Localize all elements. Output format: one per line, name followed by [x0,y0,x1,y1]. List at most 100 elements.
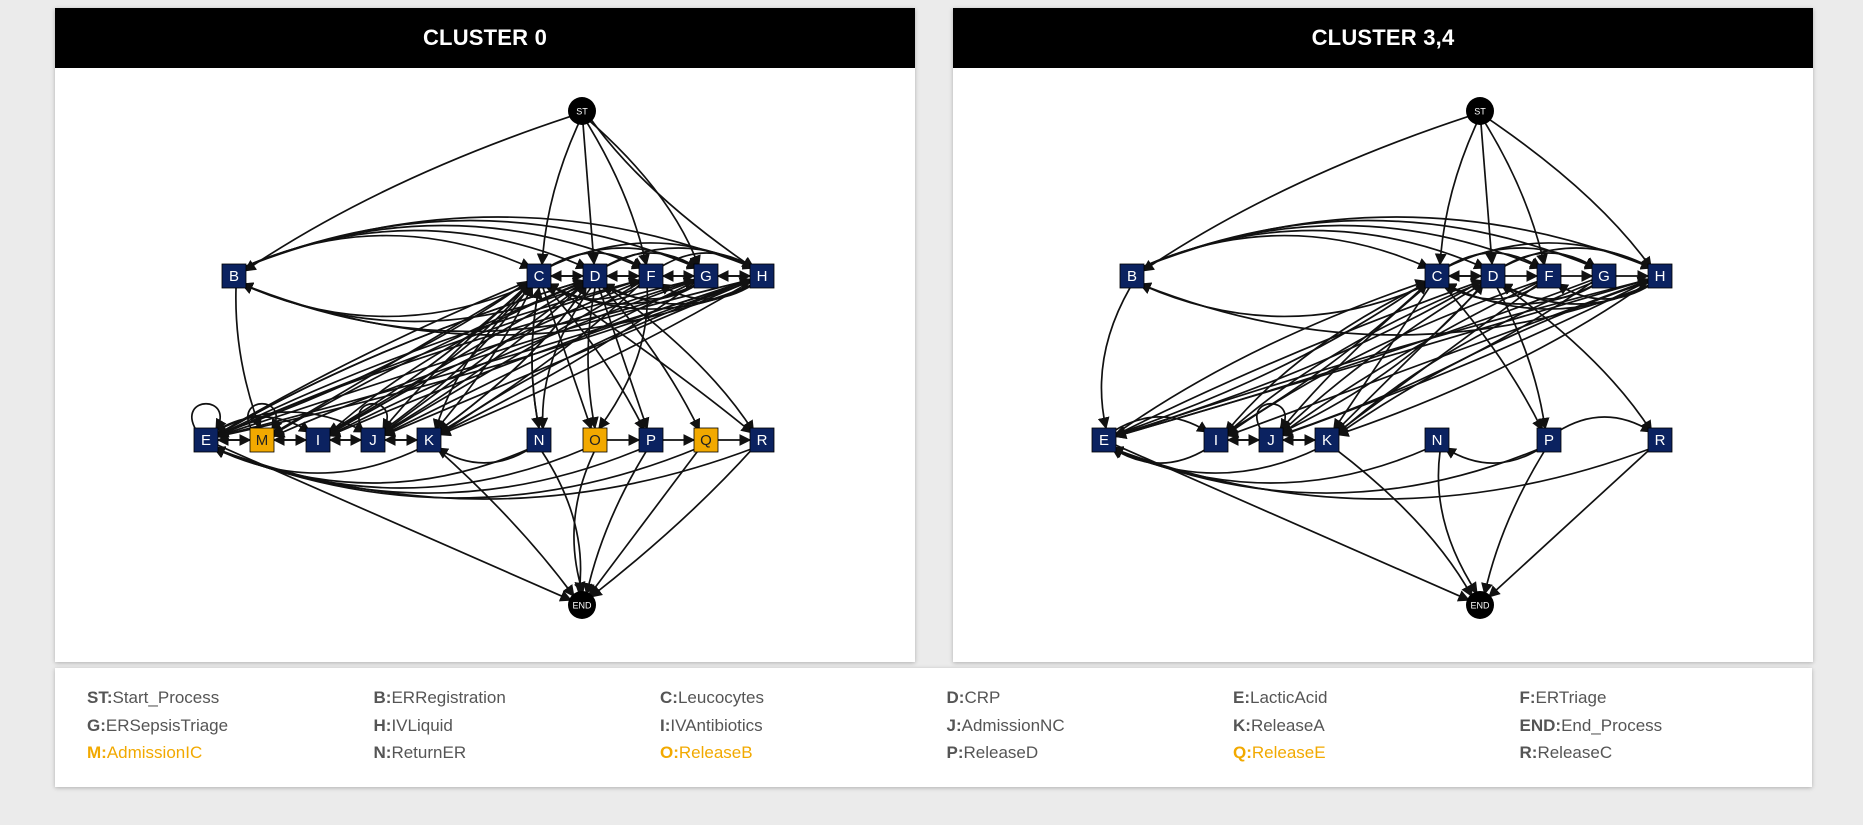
edge-K-H [1337,279,1651,436]
edge-P-E [1110,446,1542,494]
legend-text: CRP [964,688,1001,707]
node-P[interactable]: P [638,427,664,453]
node-label: D [590,268,601,285]
node-N[interactable]: N [1424,427,1450,453]
legend-text: AdmissionIC [106,743,203,762]
edge-K-END [436,448,575,598]
node-label: END [1470,601,1490,611]
edge-H-E [216,278,751,441]
legend-text: ReleaseB [678,743,753,762]
edge-B-H [241,216,756,270]
node-label: ST [576,107,588,117]
node-F[interactable]: F [638,263,664,289]
node-E[interactable]: E [1091,427,1117,453]
node-J[interactable]: J [1258,427,1284,453]
node-label: F [646,268,655,285]
node-D[interactable]: D [1480,263,1506,289]
node-D[interactable]: D [582,263,608,289]
cluster-title: CLUSTER 3,4 [953,8,1813,68]
node-END[interactable]: END [1466,591,1494,619]
edge-I-D [327,280,586,435]
node-Q[interactable]: Q [693,427,719,453]
node-I[interactable]: I [1203,427,1229,453]
node-I[interactable]: I [305,427,331,453]
edge-K-H [439,279,753,436]
node-layer: ST B C D F G H E I J K N P R END [1091,97,1673,619]
node-label: K [1322,432,1332,449]
node-label: D [1488,268,1499,285]
node-label: C [534,268,545,285]
legend-key: Q: [1233,743,1252,762]
legend-item: G:ERSepsisTriage [87,716,374,744]
node-O[interactable]: O [582,427,608,453]
node-END[interactable]: END [568,591,596,619]
node-C[interactable]: C [1424,263,1450,289]
legend-item: E:LacticAcid [1233,688,1520,716]
node-H[interactable]: H [749,263,775,289]
node-label: N [534,432,545,449]
legend-item: N:ReturnER [374,743,661,771]
node-K[interactable]: K [1314,427,1340,453]
edge-J-D [382,282,587,434]
node-C[interactable]: C [526,263,552,289]
process-graph: ST B C D F G H E I J K N P R END [1091,97,1673,619]
node-label: J [1267,432,1275,449]
legend-key: C: [660,688,678,707]
node-B[interactable]: B [221,263,247,289]
edge-R-END [1487,447,1652,598]
node-M[interactable]: M [249,427,275,453]
node-label: ST [1474,107,1486,117]
node-E[interactable]: E [193,427,219,453]
edge-G-K [438,281,697,435]
edge-R-END [589,447,754,598]
node-label: E [1099,432,1109,449]
legend-item: K:ReleaseA [1233,716,1520,744]
legend-text: ERTriage [1535,688,1607,707]
node-N[interactable]: N [526,427,552,453]
edge-B-E [1097,287,1131,430]
node-ST[interactable]: ST [1466,97,1494,125]
legend-key: ST: [87,688,113,707]
node-G[interactable]: G [1591,263,1617,289]
node-H[interactable]: H [1647,263,1673,289]
node-F[interactable]: F [1536,263,1562,289]
edge-E-END [216,444,573,602]
edge-D-M [271,280,585,436]
node-R[interactable]: R [749,427,775,453]
edge-H-J [1280,279,1650,438]
edge-P-END [583,450,648,596]
legend-key: F: [1519,688,1536,707]
node-label: J [369,432,377,449]
edge-layer [191,115,756,602]
edge-ST-H [590,118,755,269]
node-K[interactable]: K [416,427,442,453]
node-B[interactable]: B [1119,263,1145,289]
legend-key: H: [373,715,392,735]
node-J[interactable]: J [360,427,386,453]
edge-N-END [1437,451,1478,595]
legend-item: P:ReleaseD [947,743,1234,771]
legend-key: D: [946,688,965,707]
node-P[interactable]: P [1536,427,1562,453]
node-G[interactable]: G [693,263,719,289]
process-graph: ST B C D F G H E M I J K N O P Q R END [191,97,775,619]
edge-R-E [212,446,755,500]
legend-text: ReleaseA [1250,715,1325,735]
node-label: R [757,432,768,449]
node-label: K [424,432,434,449]
node-R[interactable]: R [1647,427,1673,453]
node-label: R [1655,432,1666,449]
edge-K-D [437,283,588,433]
edge-G-J [382,280,696,436]
legend-text: Leucocytes [677,688,764,707]
edge-H-M [272,278,751,438]
legend-key: R: [1519,743,1538,762]
legend-key: G: [87,715,106,735]
node-ST[interactable]: ST [568,97,596,125]
cluster-panel-0: CLUSTER 0 ST B C D F G H E M I J K N O P Q R END [55,8,915,662]
edge-H-I [1226,279,1650,438]
legend-item: R:ReleaseC [1520,743,1807,771]
cluster-title: CLUSTER 0 [55,8,915,68]
node-label: F [1544,268,1553,285]
edge-I-C [1225,282,1429,434]
